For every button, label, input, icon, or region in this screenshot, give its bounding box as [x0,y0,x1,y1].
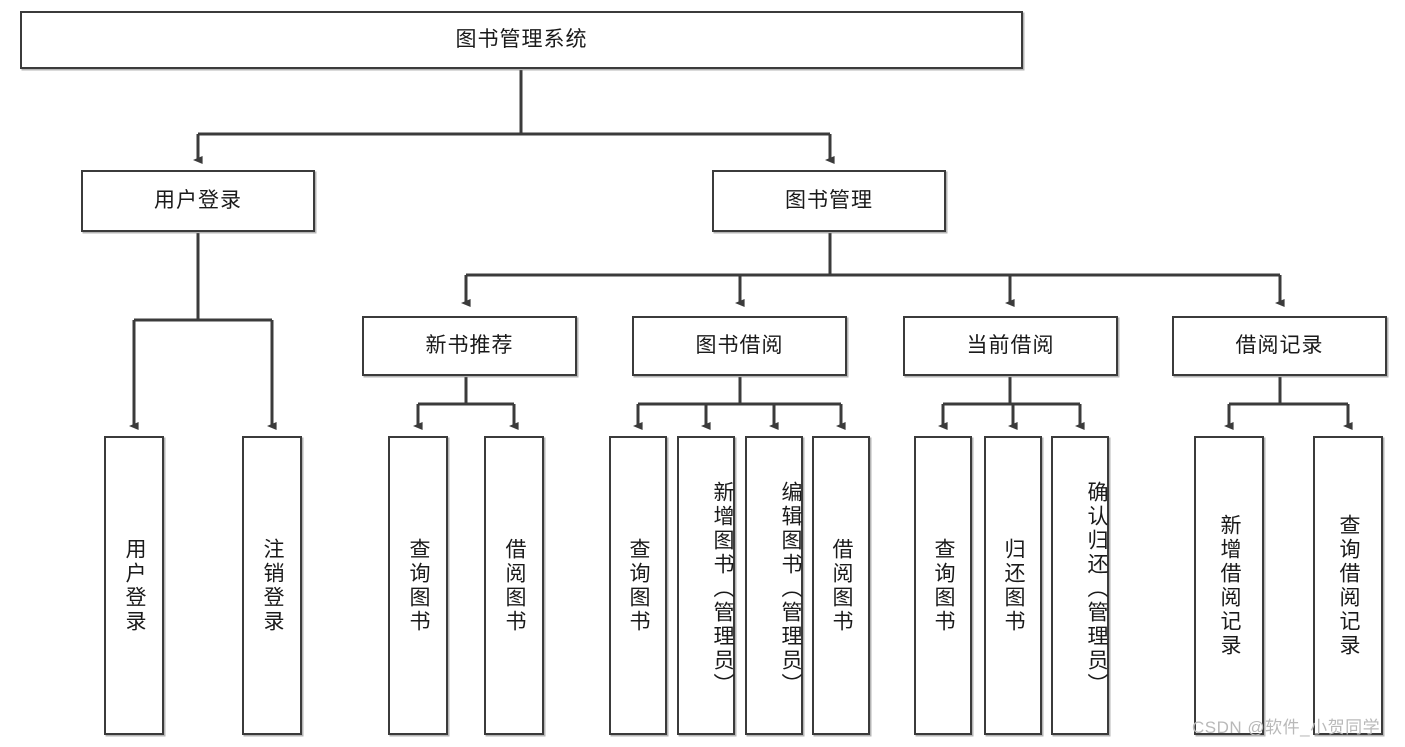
node-root-label: 图书管理系统 [455,28,588,52]
node-borrow-record-label: 借阅记录 [1235,334,1324,358]
node-leaf-edit-book[interactable]: 编辑图书（管理员） [745,436,803,735]
node-book-manage[interactable]: 图书管理 [712,170,946,232]
node-leaf-query-record-label: 查询借阅记录 [1337,513,1361,658]
node-new-book-recommend[interactable]: 新书推荐 [362,316,577,376]
node-leaf-borrow-book-1[interactable]: 借阅图书 [484,436,544,735]
node-borrow-record[interactable]: 借阅记录 [1172,316,1387,376]
node-leaf-return-book-label: 归还图书 [1002,537,1026,634]
node-current-borrow[interactable]: 当前借阅 [903,316,1118,376]
node-leaf-add-record-label: 新增借阅记录 [1218,513,1242,658]
node-root[interactable]: 图书管理系统 [20,11,1023,69]
node-leaf-logout-login[interactable]: 注销登录 [242,436,302,735]
node-leaf-query-book-1[interactable]: 查询图书 [388,436,448,735]
node-leaf-user-login[interactable]: 用户登录 [104,436,164,735]
node-user-login[interactable]: 用户登录 [81,170,315,232]
node-new-book-recommend-label: 新书推荐 [425,334,514,358]
watermark: CSDN @软件_小贺同学 [1192,718,1381,737]
node-leaf-query-book-2-label: 查询图书 [627,537,651,634]
node-leaf-user-login-label: 用户登录 [123,537,147,634]
node-leaf-return-book[interactable]: 归还图书 [984,436,1042,735]
node-leaf-query-book-1-label: 查询图书 [407,537,431,634]
node-leaf-confirm-return[interactable]: 确认归还（管理员） [1051,436,1109,735]
node-leaf-edit-book-label: 编辑图书（管理员） [779,480,802,697]
node-book-borrow-label: 图书借阅 [695,334,784,358]
node-leaf-query-book-3[interactable]: 查询图书 [914,436,972,735]
node-leaf-logout-login-label: 注销登录 [261,537,285,634]
node-leaf-add-book[interactable]: 新增图书（管理员） [677,436,735,735]
node-leaf-borrow-book-2-label: 借阅图书 [830,537,854,634]
node-current-borrow-label: 当前借阅 [966,334,1055,358]
node-leaf-query-book-3-label: 查询图书 [932,537,956,634]
node-leaf-borrow-book-1-label: 借阅图书 [503,537,527,634]
node-book-manage-label: 图书管理 [785,189,873,213]
node-leaf-add-record[interactable]: 新增借阅记录 [1194,436,1264,735]
node-leaf-query-record[interactable]: 查询借阅记录 [1313,436,1383,735]
node-leaf-add-book-label: 新增图书（管理员） [711,480,734,697]
node-user-login-label: 用户登录 [154,189,242,213]
node-leaf-confirm-return-label: 确认归还（管理员） [1085,480,1108,697]
node-leaf-query-book-2[interactable]: 查询图书 [609,436,667,735]
node-leaf-borrow-book-2[interactable]: 借阅图书 [812,436,870,735]
node-book-borrow[interactable]: 图书借阅 [632,316,847,376]
